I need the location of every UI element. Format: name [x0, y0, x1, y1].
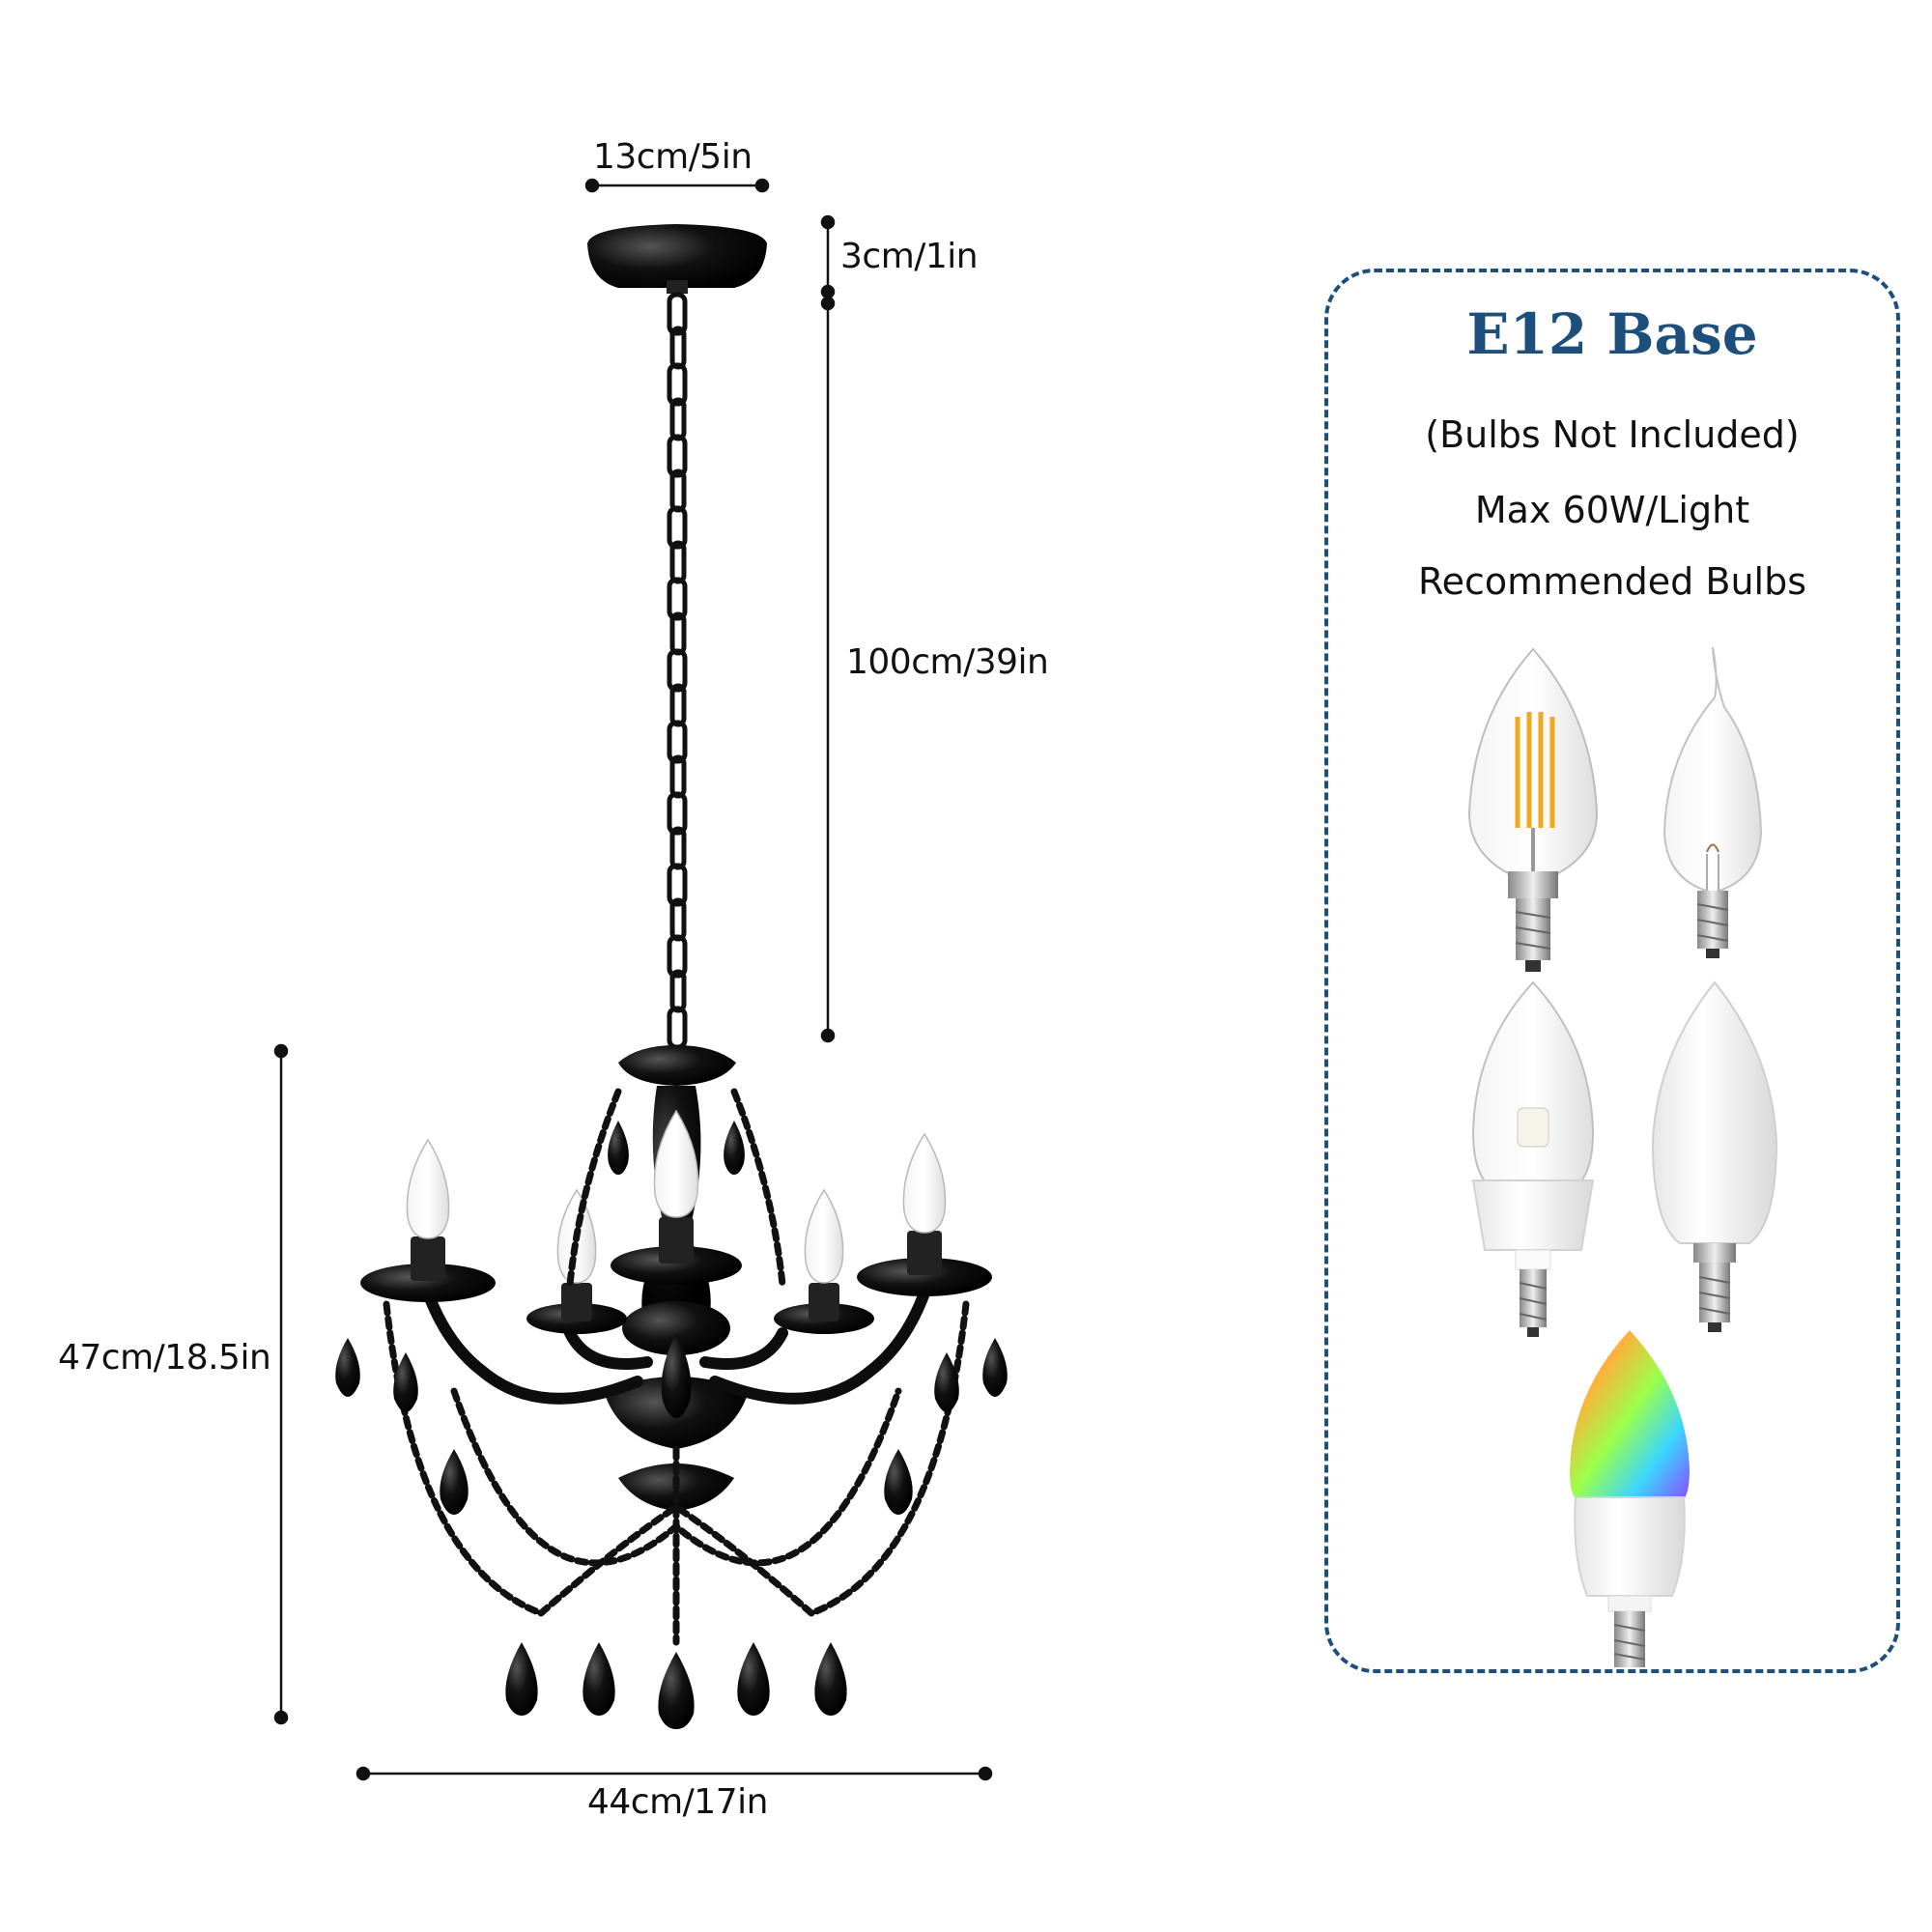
bulb-info-panel: E12 Base (Bulbs Not Included) Max 60W/Li…: [1324, 269, 1900, 1673]
chandelier: [335, 224, 1008, 1729]
body-height-label: 47cm/18.5in: [58, 1338, 271, 1378]
dimension-lines: [273, 178, 993, 1781]
chain-length-label: 100cm/39in: [846, 642, 1049, 682]
recommended-bulbs-heading: Recommended Bulbs: [1417, 560, 1807, 603]
body-width-label: 44cm/17in: [587, 1782, 768, 1822]
led-filament-bulb-icon: [1467, 647, 1599, 972]
canopy-width-label: 13cm/5in: [593, 137, 753, 177]
flame-tip-bulb-icon: [1662, 646, 1763, 958]
recommended-bulbs-gallery: [1467, 646, 1778, 1667]
canopy-height-label: 3cm/1in: [840, 237, 979, 276]
clear-led-candle-bulb-icon: [1471, 980, 1595, 1337]
frosted-led-candle-bulb-icon: [1651, 980, 1778, 1332]
ceiling-canopy: [587, 224, 767, 288]
bulbs-not-included-note: (Bulbs Not Included): [1425, 413, 1800, 456]
chain: [667, 292, 688, 1050]
max-wattage-text: Max 60W/Light: [1474, 489, 1750, 531]
base-type-title: E12 Base: [1466, 301, 1758, 367]
rgb-smart-bulb-icon: [1570, 1330, 1690, 1667]
